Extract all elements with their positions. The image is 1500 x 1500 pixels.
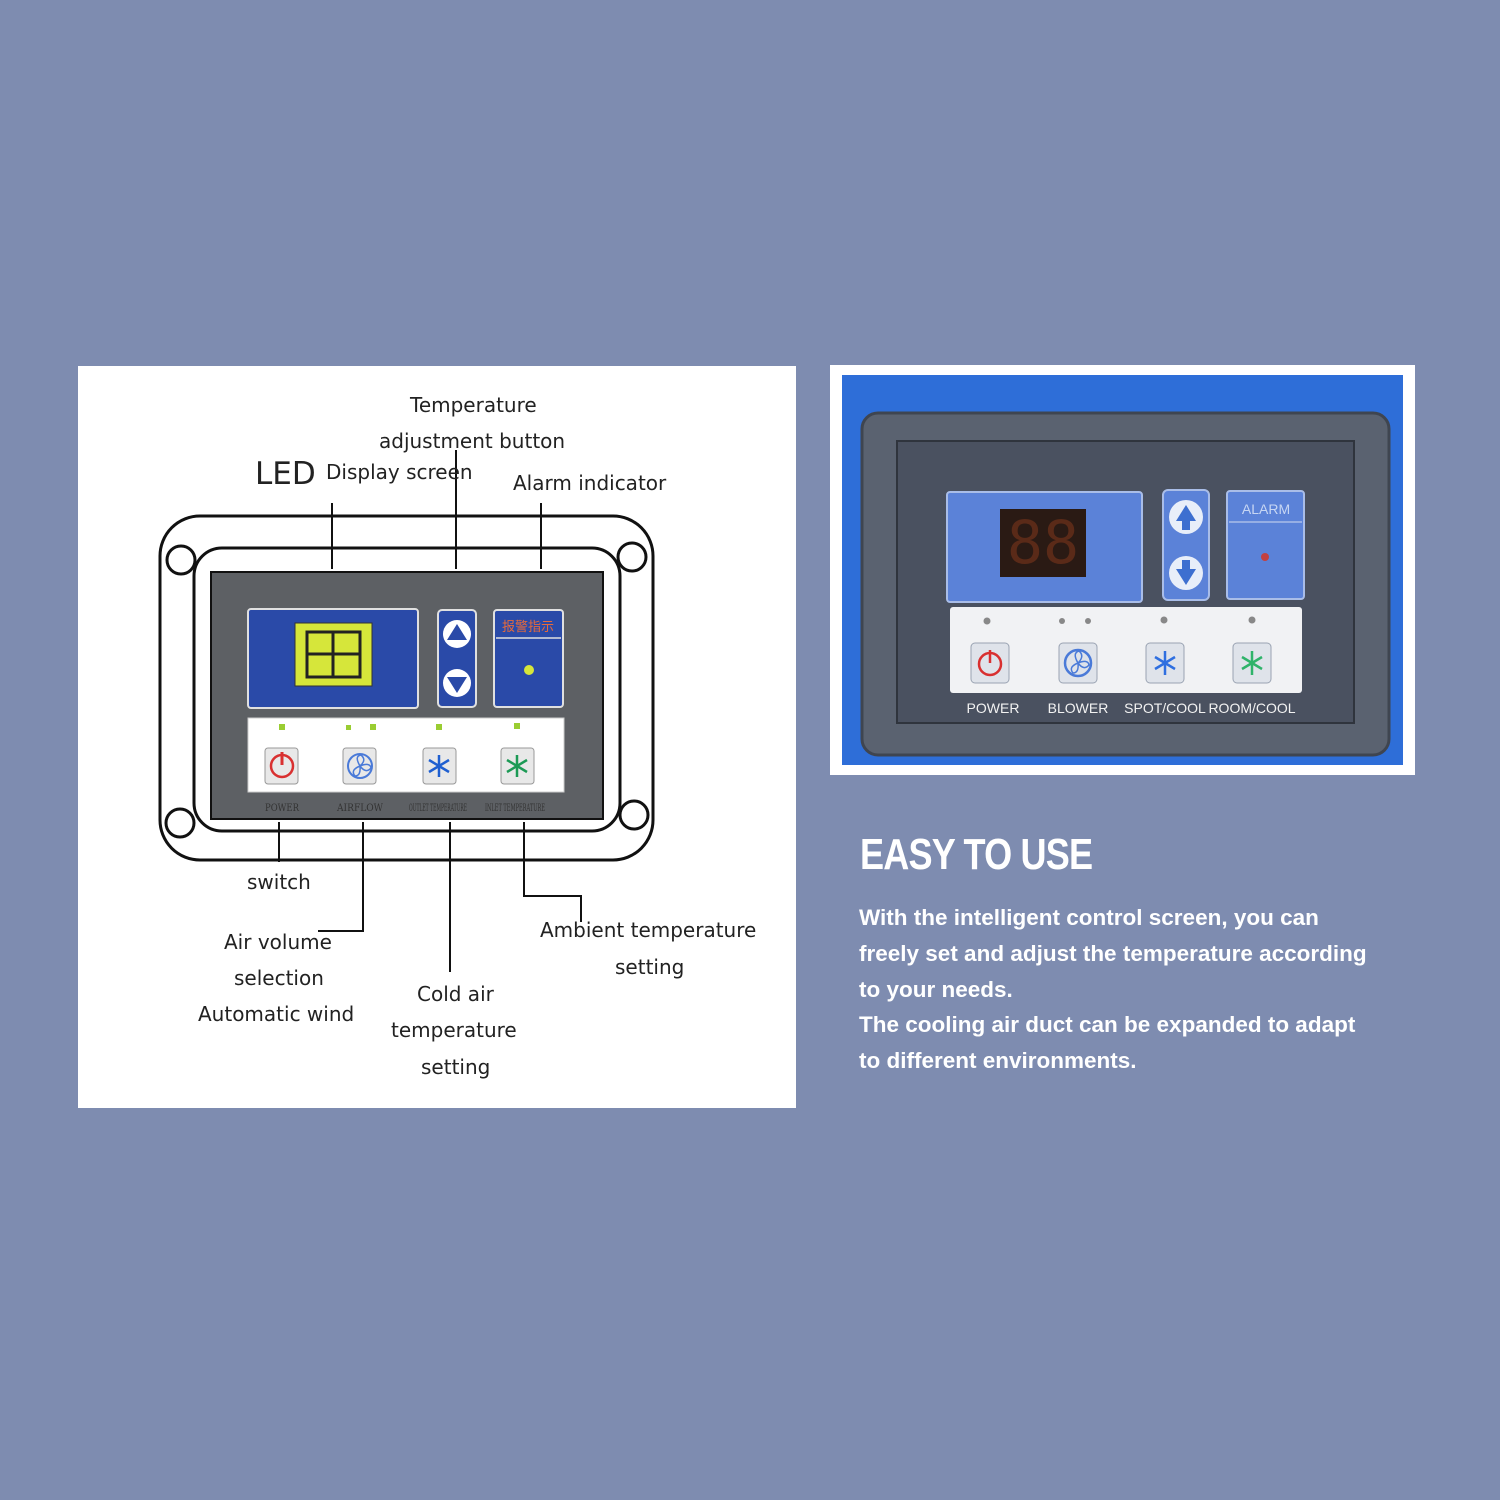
screw-hole (616, 541, 648, 573)
outer-frame (158, 514, 655, 862)
snowflake-icon (1241, 651, 1263, 675)
outlet-temp-button (422, 747, 457, 785)
feature-line: With the intelligent control screen, you… (859, 905, 1319, 930)
alarm-module (493, 609, 564, 708)
panel-label-inlet: INLET TEMPERATURE (485, 803, 545, 814)
screw-hole (618, 799, 650, 831)
spot-cool-button[interactable]: SPOT/COOL (1124, 642, 1206, 716)
callout-switch: switch (247, 870, 311, 894)
power-icon (977, 650, 1003, 677)
callout-temperature-2: temperature (391, 1018, 517, 1042)
indicator-led (514, 723, 520, 729)
callout-adjustment-button: adjustment button (379, 429, 566, 453)
feature-line: to different environments. (859, 1048, 1137, 1074)
fan-icon (1063, 648, 1093, 678)
alarm-module (1226, 490, 1305, 600)
indicator-led (346, 725, 351, 730)
indicator-led (370, 724, 376, 730)
indicator-led (279, 724, 285, 730)
screw-hole (165, 544, 197, 576)
callout-cold-air: Cold air (417, 982, 494, 1006)
alarm-label: ALARM (1242, 501, 1290, 517)
callout-selection: selection (234, 966, 324, 990)
diagram-drawing: 报警指示 (158, 450, 655, 972)
snowflake-icon (428, 755, 450, 777)
photo-button-label: BLOWER (1048, 700, 1109, 716)
callout-display-screen: Display screen (326, 460, 473, 484)
panel-label-airflow: AIRFLOW (336, 803, 384, 814)
callout-temperature: Temperature (410, 393, 537, 417)
power-button[interactable]: POWER (967, 642, 1020, 716)
control-panel-diagram: 报警指示 (78, 366, 796, 1108)
button-strip (950, 607, 1302, 693)
alarm-label: 报警指示 (502, 619, 554, 635)
fan-icon (347, 753, 373, 779)
inlet-temp-button (500, 747, 535, 785)
room-cool-button[interactable]: ROOM/COOL (1208, 642, 1296, 716)
lcd-display (1000, 509, 1086, 577)
callout-led: LED (255, 456, 316, 492)
inner-frame (192, 546, 622, 833)
indicator-led (436, 724, 442, 730)
power-button (264, 747, 299, 785)
photo-button-label: POWER (967, 700, 1020, 716)
feature-line: freely set and adjust the temperature ac… (859, 940, 1367, 966)
callout-automatic-wind: Automatic wind (198, 1002, 355, 1026)
callout-setting-2: setting (615, 955, 685, 979)
alarm-led (1261, 553, 1269, 561)
feature-description: With the intelligent control screen, you… (859, 900, 1459, 1079)
feature-line: The cooling air duct can be expanded to … (859, 1012, 1356, 1038)
feature-heading: EASY TO USE (860, 830, 1093, 879)
airflow-button (342, 747, 377, 785)
leader-lines (278, 450, 582, 972)
panel-label-outlet: OUTLET TEMPERATURE (409, 803, 467, 814)
lcd-digits: 88 (1007, 508, 1079, 578)
screw-hole (164, 807, 196, 839)
callout-setting-1: setting (421, 1055, 491, 1079)
photo-button-label: ROOM/COOL (1208, 700, 1295, 716)
snowflake-icon (506, 755, 528, 777)
callout-ambient-temperature: Ambient temperature (540, 918, 757, 942)
callout-air-volume: Air volume (224, 930, 332, 954)
panel-label-power: POWER (265, 803, 299, 814)
blower-button[interactable]: BLOWER (1048, 642, 1109, 716)
alarm-led (524, 665, 534, 675)
feature-line: to your needs. (859, 976, 1013, 1002)
photo-button-label: SPOT/COOL (1124, 700, 1206, 716)
callout-alarm-indicator: Alarm indicator (513, 471, 667, 495)
snowflake-icon (1154, 651, 1176, 675)
